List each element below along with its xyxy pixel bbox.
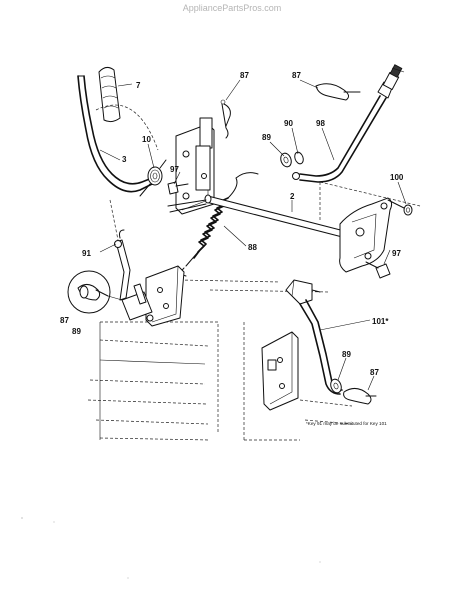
callout-labels: 7 87 87 10 89 90 98 3 97 2 100 88 91 97 … [60, 71, 404, 377]
clevis-pin [220, 99, 231, 139]
leader-lines [99, 79, 407, 391]
detail-zoom-circle [67, 270, 123, 314]
lift-arm-plate [339, 197, 413, 273]
washer-lower [330, 378, 342, 394]
left-bracket-assembly [121, 265, 185, 327]
callout-100: 100 [390, 173, 404, 182]
callout-91: 91 [82, 249, 91, 258]
callout-90: 90 [284, 119, 293, 128]
pedal-pad [285, 279, 321, 305]
mounting-bracket [175, 117, 215, 215]
lift-handle-grip [98, 66, 121, 123]
callout-3: 3 [122, 155, 127, 164]
hairpin-clip-upper [315, 83, 361, 101]
callout-98: 98 [316, 119, 325, 128]
lift-lever-rod [77, 75, 159, 241]
bolt-upper [167, 181, 189, 195]
clip-upper [294, 151, 304, 165]
callout-87-d: 87 [370, 368, 379, 377]
scan-specks [21, 517, 321, 579]
link-rod [292, 64, 405, 183]
callout-2: 2 [290, 192, 295, 201]
watermark: AppliancePartsPros.com [182, 3, 282, 13]
callout-89-a: 89 [262, 133, 271, 142]
callout-97-a: 97 [170, 165, 179, 174]
callout-89-b: 89 [72, 327, 81, 336]
hairpin-clip-lower [343, 388, 377, 405]
bolt-right [365, 261, 391, 279]
lift-link-left [114, 229, 131, 301]
callout-87-b: 87 [292, 71, 301, 80]
callout-101: 101* [372, 317, 389, 326]
washer-upper [280, 152, 292, 168]
callout-87-c: 87 [60, 316, 69, 325]
footnote: *Key 91 may be substituted for Key 101 [306, 421, 387, 426]
lift-shaft [167, 194, 357, 241]
callout-89-c: 89 [342, 350, 351, 359]
frame-outline [87, 181, 421, 441]
callout-97-b: 97 [392, 249, 401, 258]
callout-87-a: 87 [240, 71, 249, 80]
callout-10: 10 [142, 135, 151, 144]
callout-88: 88 [248, 243, 257, 252]
pedal-bracket [261, 331, 299, 411]
callout-7: 7 [136, 81, 141, 90]
torsion-spring [139, 159, 167, 197]
